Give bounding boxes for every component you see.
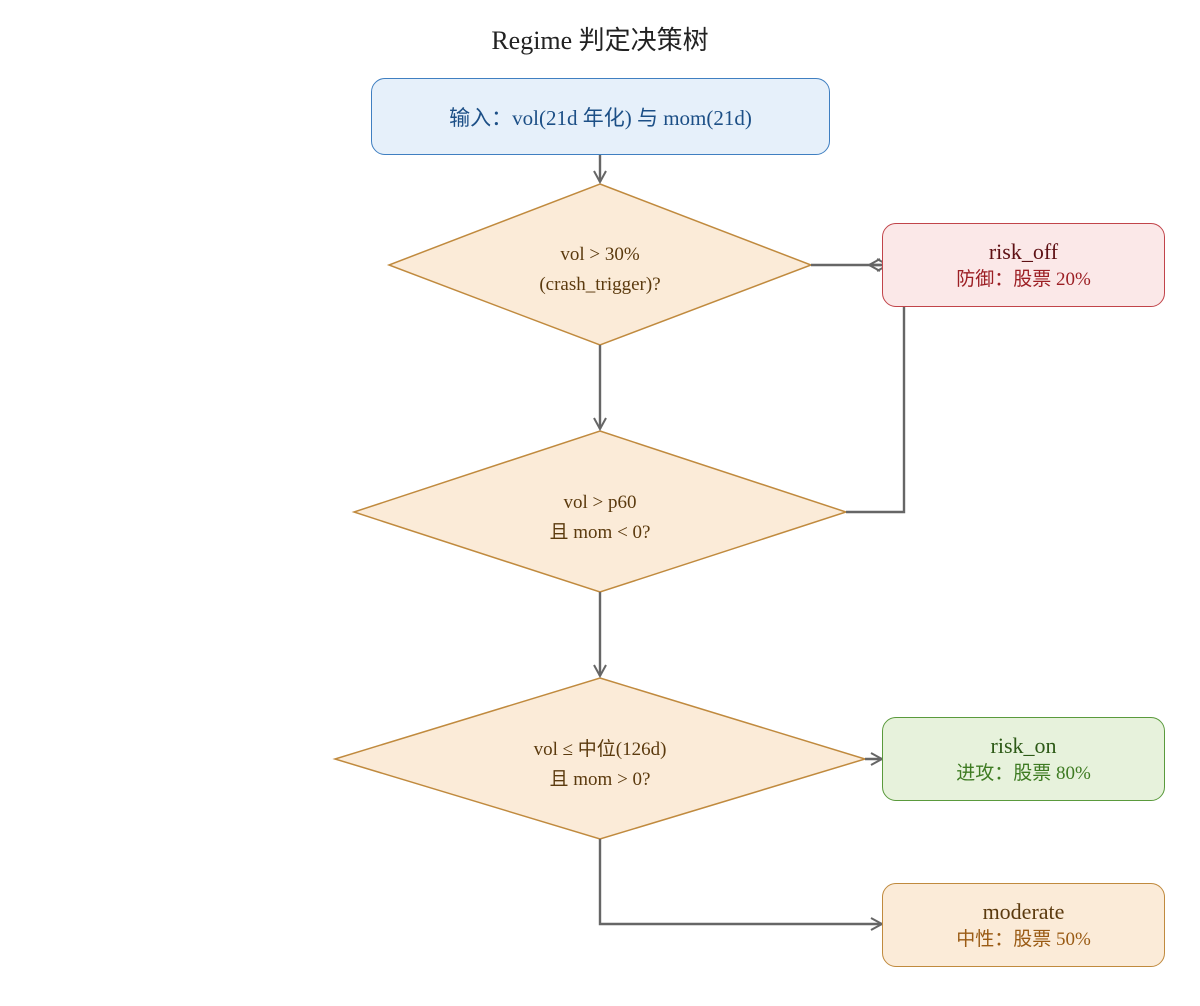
decision-3-line-1: vol ≤ 中位(126d)	[533, 739, 667, 760]
input-box: 输入：vol(21d 年化) 与 mom(21d)	[371, 78, 830, 155]
decision-3-line-2: 且 mom > 0?	[549, 769, 651, 790]
outcome-risk-on-desc: 进攻：股票 80%	[956, 763, 1091, 784]
outcome-moderate-desc: 中性：股票 50%	[956, 929, 1091, 950]
outcome-moderate-name: moderate	[982, 899, 1065, 924]
outcome-moderate: moderate 中性：股票 50%	[882, 883, 1165, 967]
outcome-risk-off: risk_off 防御：股票 20%	[882, 223, 1165, 307]
decision-2-line-1: vol > p60	[563, 492, 637, 513]
outcome-risk-off-desc: 防御：股票 20%	[956, 269, 1091, 290]
decision-2-line-2: 且 mom < 0?	[549, 522, 651, 543]
diagram-title: Regime 判定决策树	[491, 26, 709, 55]
outcome-risk-on-name: risk_on	[990, 733, 1057, 758]
decision-label-3: vol ≤ 中位(126d) 且 mom > 0?	[400, 735, 800, 795]
decision-label-1: vol > 30% (crash_trigger)?	[400, 240, 800, 300]
decision-label-2: vol > p60 且 mom < 0?	[400, 488, 800, 548]
outcome-risk-on: risk_on 进攻：股票 80%	[882, 717, 1165, 801]
decision-1-line-2: (crash_trigger)?	[539, 274, 661, 295]
edge-decision-3-to-moderate	[598, 839, 882, 924]
outcome-risk-off-name: risk_off	[988, 239, 1059, 264]
decision-1-line-1: vol > 30%	[560, 244, 640, 265]
input-label: 输入：vol(21d 年化) 与 mom(21d)	[449, 105, 752, 130]
